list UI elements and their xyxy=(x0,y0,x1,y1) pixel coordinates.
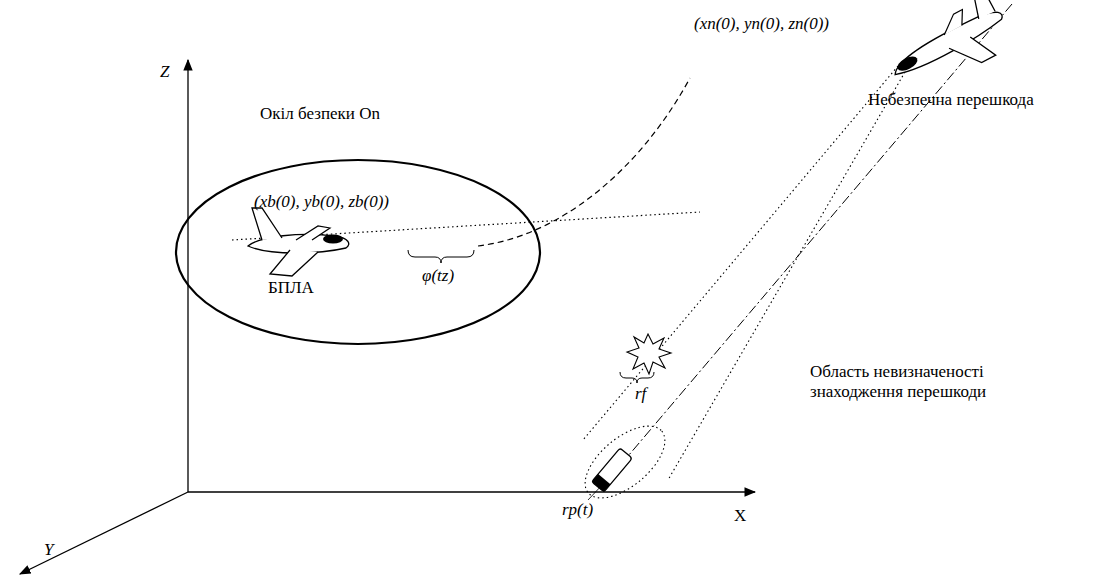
drone xyxy=(248,208,349,276)
zone-title: Окіл безпеки On xyxy=(260,104,380,124)
safety-zone: Окіл безпеки On (xb(0), yb(0), zb(0)) БПЛА xyxy=(170,100,550,350)
sight-line xyxy=(232,212,700,240)
cone-base xyxy=(573,413,677,511)
cone-side xyxy=(668,72,905,480)
axis-label: Y xyxy=(44,540,53,560)
radius-label: rf xyxy=(633,384,648,404)
obstacle-name: Небезпечна перешкода xyxy=(868,90,1034,110)
phi-brace xyxy=(408,250,474,263)
intruder-plane xyxy=(874,0,1017,101)
region-label: Область невизначеності знаходження переш… xyxy=(810,362,1015,401)
collision-point xyxy=(627,334,671,374)
zone-outline xyxy=(170,100,550,350)
zone-ellipse xyxy=(176,160,540,344)
predicted-obstacle xyxy=(592,448,633,492)
axis-label: Z xyxy=(160,62,169,82)
obstacle-coordinates: (xn(0), yn(0), zn(0)) xyxy=(694,14,829,34)
rf-brace xyxy=(620,372,654,383)
angle-label: φ(tz) xyxy=(420,266,456,286)
rp-leader xyxy=(588,484,603,500)
drone-name: БПЛА xyxy=(268,278,314,298)
intruder-axis xyxy=(606,4,1012,482)
axis-label: X xyxy=(734,506,746,526)
drone-coordinates: (xb(0), yb(0), zb(0)) xyxy=(254,192,389,212)
y-axis xyxy=(20,492,188,574)
x-axis xyxy=(188,491,755,492)
z-axis xyxy=(187,60,188,492)
radius-label: rp(t) xyxy=(560,500,595,520)
trajectory xyxy=(478,78,690,246)
